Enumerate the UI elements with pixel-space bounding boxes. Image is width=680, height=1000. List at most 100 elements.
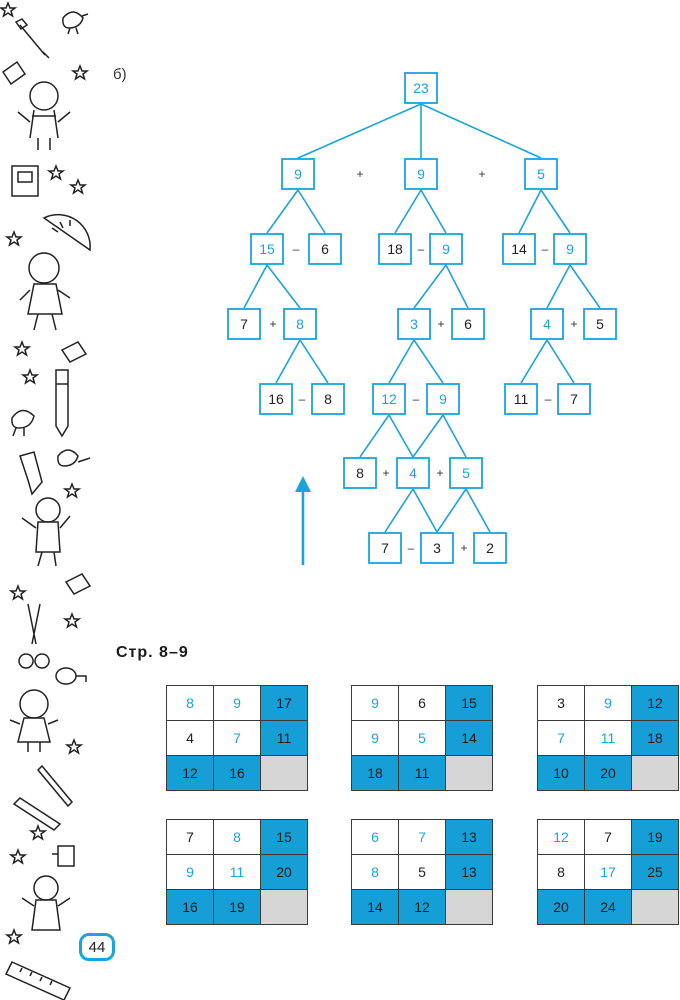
bird-icon: [11, 409, 35, 437]
tree-connector: [297, 103, 422, 159]
operator-sign: +: [382, 466, 389, 480]
grid-cell: 5: [398, 854, 446, 890]
grid-cell: 11: [584, 720, 632, 756]
star-icon: [46, 163, 66, 181]
star-icon: [70, 63, 90, 81]
grid-empty-cell: [260, 889, 308, 925]
tree-node: 7: [368, 532, 402, 564]
grid-cell: 10: [537, 755, 585, 791]
star-icon: [8, 583, 28, 601]
grid-empty-cell: [260, 755, 308, 791]
tree-node-value: 4: [543, 316, 551, 332]
star-icon: [20, 367, 40, 385]
sharpener-icon: [11, 165, 39, 197]
grid-cell: 24: [584, 889, 632, 925]
operator-sign: +: [356, 167, 363, 181]
tree-connector: [412, 414, 444, 458]
operator-sign: +: [269, 317, 276, 331]
star-icon: [12, 339, 32, 357]
grid-cell: 19: [213, 889, 261, 925]
grid-cell: 7: [213, 720, 261, 756]
task-label: б): [113, 66, 127, 83]
tree-node-value: 12: [381, 391, 397, 407]
tree-node-value: 18: [387, 241, 403, 257]
star-icon: [62, 611, 82, 629]
grid-empty-cell: [445, 889, 493, 925]
pencil-icon: [19, 451, 43, 496]
tree-node: 4: [396, 457, 430, 489]
tree-node-value: 9: [294, 166, 302, 182]
grid-cell: 12: [398, 889, 446, 925]
tree-node: 12: [372, 383, 406, 415]
tree-node-value: 14: [511, 241, 527, 257]
eraser-icon: [60, 341, 88, 363]
grid-cell: 8: [351, 854, 399, 890]
grid-cell: 12: [631, 685, 679, 721]
grid-cell: 12: [537, 819, 585, 855]
operator-sign: –: [542, 242, 549, 256]
tree-node: 9: [426, 383, 460, 415]
tree-node-value: 3: [433, 540, 441, 556]
tree-connector: [546, 339, 575, 384]
ruler-icon: [4, 961, 72, 1000]
grid-cell: 20: [537, 889, 585, 925]
grid-cell: 11: [260, 720, 308, 756]
grid-cell: 9: [351, 685, 399, 721]
operator-sign: –: [299, 392, 306, 406]
tree-node-value: 16: [268, 391, 284, 407]
tree-connector: [465, 488, 491, 533]
tree-connector: [518, 189, 542, 234]
tree-node-value: 2: [486, 540, 494, 556]
tree-connector: [388, 414, 414, 458]
tree-node: 6: [308, 233, 342, 265]
grid-empty-cell: [631, 889, 679, 925]
grid-cell: 20: [584, 755, 632, 791]
tree-node: 8: [283, 308, 317, 340]
tree-node-value: 5: [596, 316, 604, 332]
grid-cell: 8: [213, 819, 261, 855]
girl-figure: [19, 689, 49, 719]
operator-sign: –: [293, 242, 300, 256]
grid-cell: 9: [351, 720, 399, 756]
star-icon: [4, 927, 24, 945]
girl-figure: [28, 252, 60, 284]
star-icon: [64, 737, 84, 755]
eraser-icon: [1, 60, 27, 86]
tree-node-value: 5: [462, 465, 470, 481]
star-icon: [4, 229, 24, 247]
tree-node: 15: [250, 233, 284, 265]
grid-empty-cell: [631, 755, 679, 791]
tree-node-value: 7: [240, 316, 248, 332]
tree-node-value: 3: [410, 316, 418, 332]
tree-node-value: 7: [381, 540, 389, 556]
tree-node: 5: [449, 457, 483, 489]
grid-cell: 14: [351, 889, 399, 925]
tree-node: 7: [557, 383, 591, 415]
tree-node: 3: [420, 532, 454, 564]
tree-node-value: 9: [566, 241, 574, 257]
tree-connector: [243, 264, 268, 309]
tree-node-value: 23: [413, 80, 429, 96]
grid-cell: 9: [213, 685, 261, 721]
brush-icon: [14, 18, 50, 59]
pen-icon: [36, 764, 74, 808]
grid-cell: 6: [351, 819, 399, 855]
tree-connector: [540, 189, 571, 234]
tree-node-value: 4: [409, 465, 417, 481]
tree-node: 3: [397, 308, 431, 340]
fountain-pen-icon: [12, 797, 62, 831]
